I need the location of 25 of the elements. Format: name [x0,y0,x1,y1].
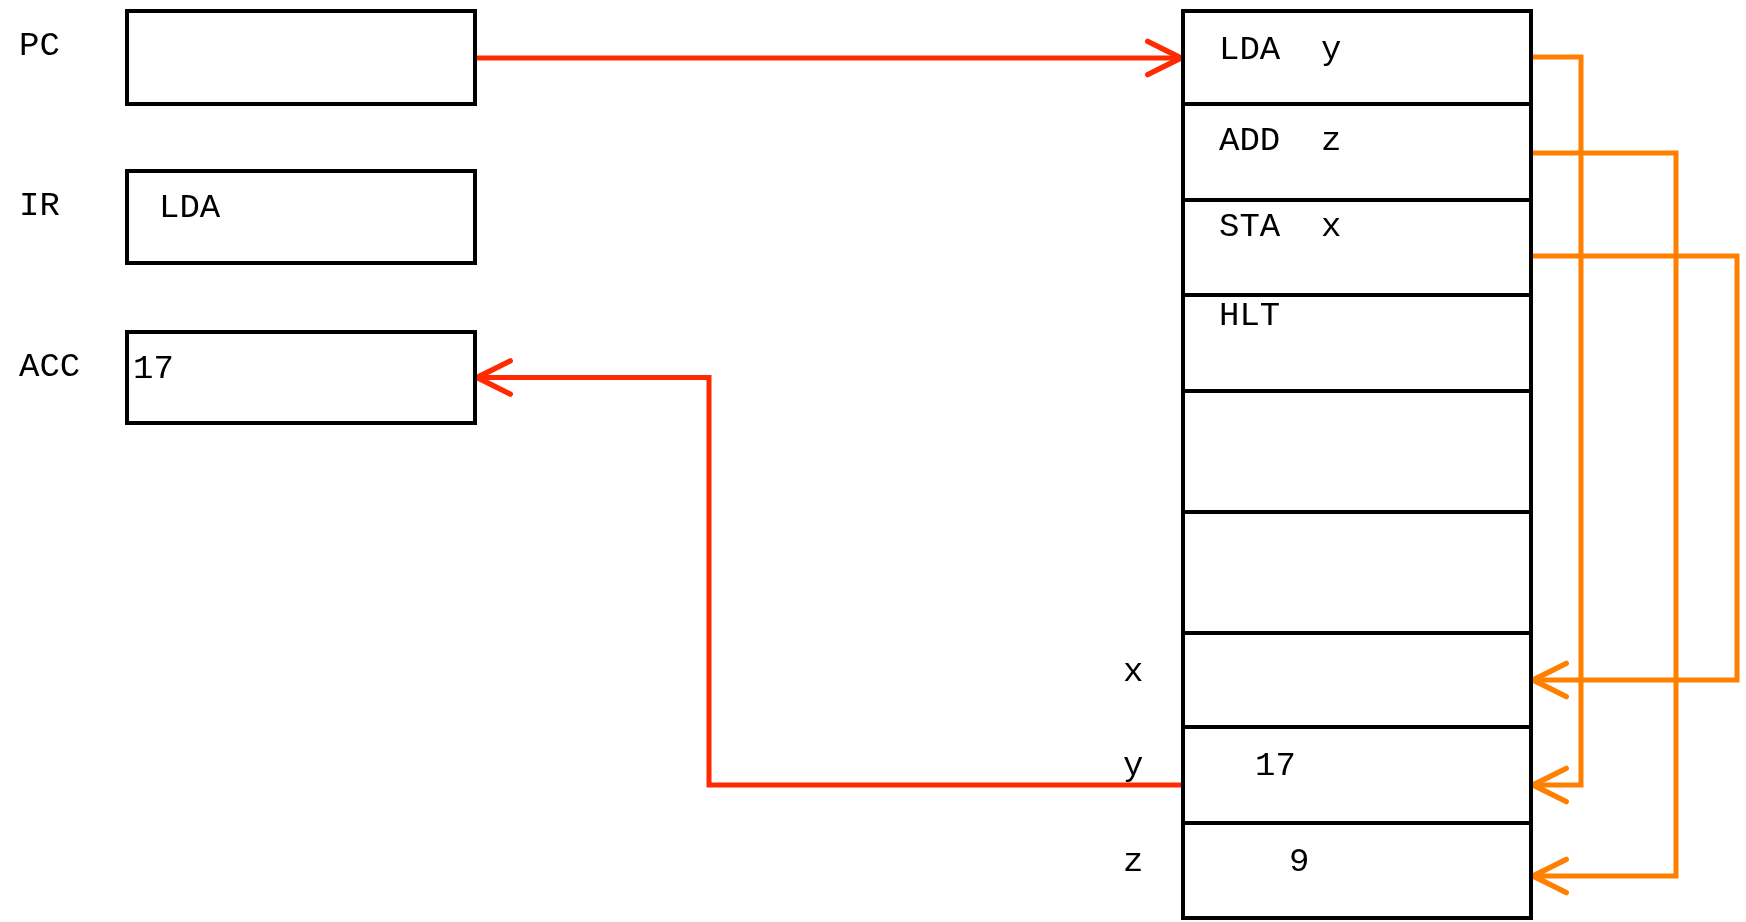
arrow [477,38,1184,78]
address-label: y [1123,749,1144,783]
arrow [1530,150,1679,896]
cell-text: LDA y [1219,33,1342,67]
arrow [1530,54,1584,805]
memory-cell [1181,393,1533,514]
cell-text: 17 [133,352,174,386]
register-label: PC [19,29,60,63]
memory-cell [1181,9,1533,106]
cell-text: LDA [159,191,221,225]
arrow [474,358,1181,788]
cell-text: 9 [1289,845,1310,879]
cell-text: 17 [1255,749,1296,783]
memory-cell [1181,106,1533,202]
memory-cell [1181,514,1533,635]
memory-cell [1181,202,1533,297]
register-label: ACC [19,350,81,384]
register-label: IR [19,189,60,223]
cell-text: STA x [1219,210,1342,244]
cell-text: ADD z [1219,124,1342,158]
address-label: x [1123,655,1144,689]
address-label: z [1123,845,1144,879]
memory-cell [1181,297,1533,393]
cell-text: HLT [1219,299,1281,333]
arrow [1530,253,1740,700]
